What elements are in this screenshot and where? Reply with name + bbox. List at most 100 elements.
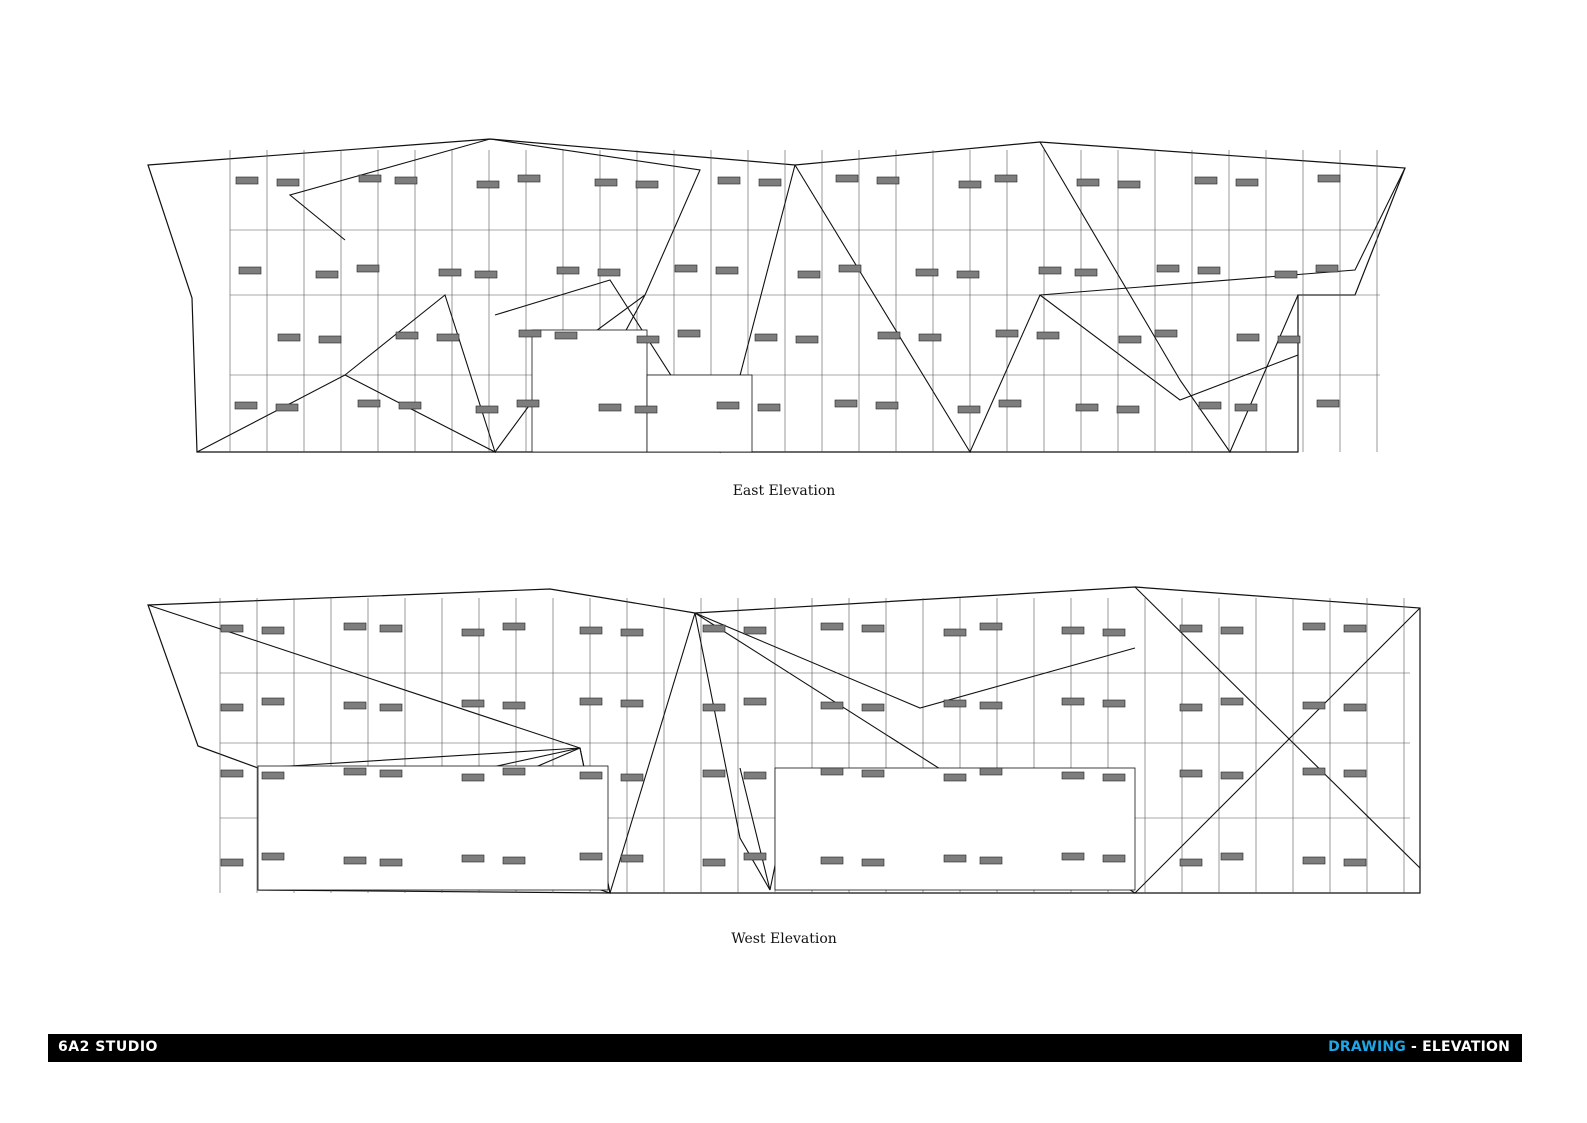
panel-tag [394, 176, 418, 185]
panel-tag [598, 403, 622, 412]
panel-tag [476, 180, 500, 189]
panel-tag [715, 266, 739, 275]
panel-tag [502, 622, 526, 631]
east-panel-tags [234, 174, 1341, 414]
panel-tag [620, 628, 644, 637]
panel-tag [1179, 703, 1203, 712]
panel-tag [474, 270, 498, 279]
panel-tag [1102, 628, 1126, 637]
panel-tag [579, 852, 603, 861]
panel-tag [1194, 176, 1218, 185]
panel-tag [220, 703, 244, 712]
west-panel-tags [220, 622, 1367, 867]
panel-tag [1343, 858, 1367, 867]
panel-tag [379, 858, 403, 867]
panel-tag [620, 773, 644, 782]
panel-tag [315, 270, 339, 279]
panel-tag [1102, 699, 1126, 708]
panel-tag [1302, 856, 1326, 865]
panel-tag [995, 329, 1019, 338]
panel-tag [594, 178, 618, 187]
panel-tag [956, 270, 980, 279]
panel-tag [395, 331, 419, 340]
panel-tag [276, 178, 300, 187]
panel-tag [635, 180, 659, 189]
sheet-title-main: ELEVATION [1422, 1039, 1510, 1055]
panel-tag [1220, 697, 1244, 706]
panel-tag [1315, 264, 1339, 273]
panel-tag [820, 767, 844, 776]
panel-tag [957, 405, 981, 414]
panel-tag [1220, 771, 1244, 780]
panel-tag [820, 856, 844, 865]
panel-tag [1179, 769, 1203, 778]
panel-tag [379, 703, 403, 712]
panel-tag [1074, 268, 1098, 277]
panel-tag [677, 329, 701, 338]
sheet-title-separator: - [1405, 1039, 1423, 1055]
panel-tag [261, 852, 285, 861]
panel-tag [702, 769, 726, 778]
west-elevation-caption: West Elevation [731, 931, 837, 947]
panel-tag [994, 174, 1018, 183]
panel-tag [1179, 858, 1203, 867]
panel-tag [438, 268, 462, 277]
panel-tag [743, 626, 767, 635]
panel-tag [1343, 624, 1367, 633]
panel-tag [220, 769, 244, 778]
panel-tag [918, 333, 942, 342]
panel-tag [958, 180, 982, 189]
panel-tag [475, 405, 499, 414]
panel-tag [1302, 767, 1326, 776]
panel-tag [220, 624, 244, 633]
panel-tag [757, 403, 781, 412]
panel-tag [343, 622, 367, 631]
panel-tag [979, 856, 1003, 865]
panel-tag [1220, 852, 1244, 861]
panel-tag [620, 854, 644, 863]
panel-tag [1061, 852, 1085, 861]
panel-tag [754, 333, 778, 342]
west-facade-outline [147, 586, 1421, 894]
panel-tag [979, 701, 1003, 710]
panel-tag [1102, 854, 1126, 863]
panel-tag [943, 854, 967, 863]
panel-tag [1061, 697, 1085, 706]
panel-tag [1198, 401, 1222, 410]
panel-tag [1038, 266, 1062, 275]
panel-tag [820, 701, 844, 710]
panel-tag [1116, 405, 1140, 414]
panel-tag [277, 333, 301, 342]
panel-tag [1156, 264, 1180, 273]
panel-tag [235, 176, 259, 185]
panel-tag [1343, 769, 1367, 778]
panel-tag [579, 626, 603, 635]
panel-tag [461, 699, 485, 708]
panel-tag [743, 697, 767, 706]
panel-tag [674, 264, 698, 273]
panel-tag [1236, 333, 1260, 342]
panel-tag [238, 266, 262, 275]
panel-tag [915, 268, 939, 277]
panel-tag [518, 329, 542, 338]
panel-tag [343, 701, 367, 710]
panel-tag [516, 399, 540, 408]
panel-tag [943, 699, 967, 708]
panel-tag [979, 767, 1003, 776]
west-elevation-drawing [147, 586, 1421, 894]
panel-tag [579, 771, 603, 780]
panel-tag [702, 703, 726, 712]
panel-tag [620, 699, 644, 708]
panel-tag [758, 178, 782, 187]
panel-tag [556, 266, 580, 275]
panel-tag [461, 773, 485, 782]
panel-tag [634, 405, 658, 414]
panel-tag [461, 854, 485, 863]
panel-tag [502, 767, 526, 776]
panel-tag [261, 697, 285, 706]
panel-tag [838, 264, 862, 273]
panel-tag [702, 858, 726, 867]
panel-tag [1061, 771, 1085, 780]
panel-tag [358, 174, 382, 183]
panel-tag [861, 624, 885, 633]
